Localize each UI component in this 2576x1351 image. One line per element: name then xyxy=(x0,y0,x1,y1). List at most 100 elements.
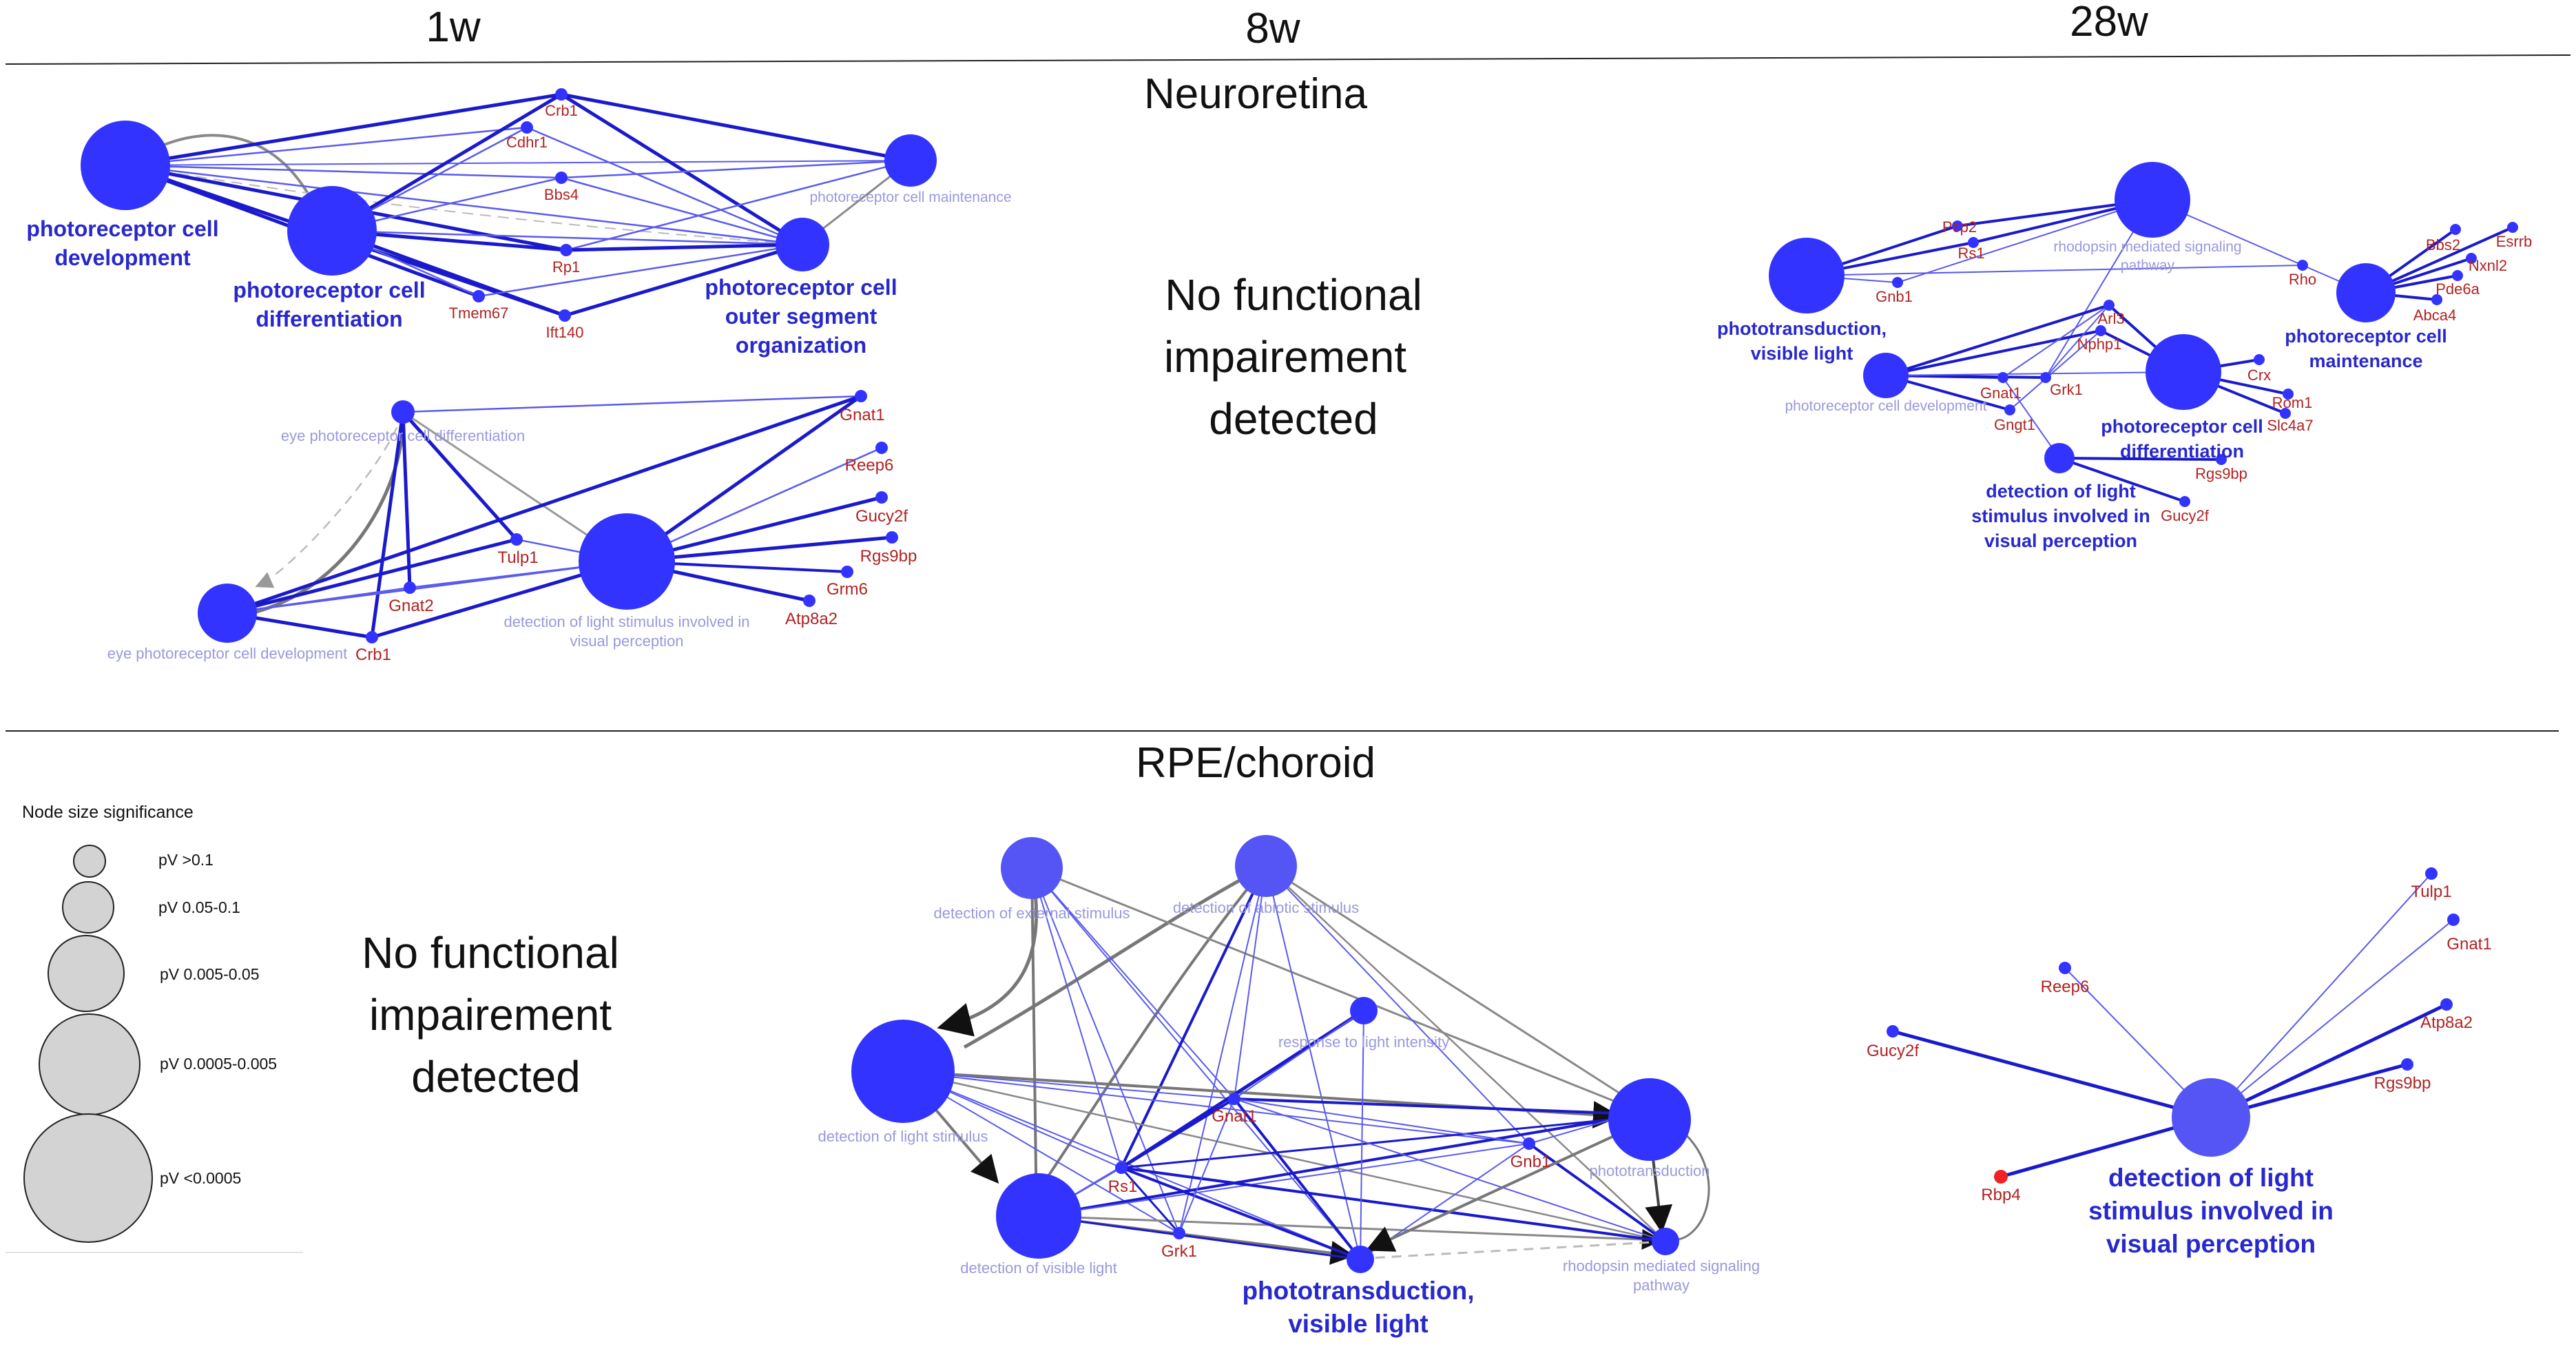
term-label: visual perception xyxy=(1984,530,2137,551)
gene-label: Pcp2 xyxy=(1942,218,1977,236)
gene-node xyxy=(875,442,888,454)
gene-node xyxy=(404,581,416,594)
edge xyxy=(2002,305,2110,378)
edge xyxy=(1528,1142,1667,1243)
gene-node xyxy=(2450,224,2461,235)
gene-node xyxy=(2059,962,2071,974)
edge xyxy=(255,411,404,588)
gene-label: Gnat2 xyxy=(388,597,433,615)
edge xyxy=(1234,1097,1654,1116)
gene-label: Rbp4 xyxy=(1981,1186,2020,1204)
edge xyxy=(526,126,803,246)
edge xyxy=(1234,1010,1364,1100)
term-label: visible light xyxy=(1751,343,1853,364)
gene-label: Gngt1 xyxy=(1994,416,2035,433)
edge xyxy=(1528,1119,1612,1144)
gene-node xyxy=(875,491,888,504)
legend-label: pV >0.1 xyxy=(158,851,214,869)
edge xyxy=(1031,867,1235,1100)
gene-label: Tmem67 xyxy=(449,305,509,322)
gene-node xyxy=(1997,372,2008,383)
gene-node xyxy=(2280,408,2291,419)
edge xyxy=(2210,919,2454,1118)
node-rhodopsin-mediated-signaling xyxy=(1652,1228,1679,1255)
term-label: photoreceptor cell xyxy=(26,216,218,241)
edge xyxy=(1365,1118,1650,1252)
edge xyxy=(1234,1098,1530,1144)
edge xyxy=(1038,1143,1530,1217)
edge xyxy=(1672,1128,1710,1241)
gene-node xyxy=(1994,1170,2008,1184)
legend-circle xyxy=(62,881,114,934)
gene-node xyxy=(2401,1058,2413,1071)
edge xyxy=(227,394,862,615)
legend-label: pV 0.0005-0.005 xyxy=(160,1055,277,1073)
gene-node xyxy=(2179,496,2190,507)
node-photoreceptor-cell-development xyxy=(81,121,170,210)
gene-label: Bbs2 xyxy=(2426,236,2460,254)
node-photoreceptor-cell-maintenance xyxy=(884,134,937,187)
node-detection-of-light-stimulus xyxy=(2044,443,2075,473)
edge xyxy=(1038,1118,1612,1217)
gene-label: Rom1 xyxy=(2272,394,2313,411)
gene-node xyxy=(886,531,898,544)
node-photoreceptor-cell-maintenance xyxy=(2336,263,2396,322)
edge xyxy=(1178,865,1267,1234)
edge xyxy=(1885,304,2110,377)
edge xyxy=(2045,305,2110,378)
edge xyxy=(401,411,412,588)
term-label: detection of light stimulus involved in xyxy=(503,613,749,630)
gene-label: Gnb1 xyxy=(1876,288,1913,305)
gene-node xyxy=(2507,222,2518,233)
gene-node xyxy=(2425,867,2438,880)
term-label: maintenance xyxy=(2309,351,2422,371)
node-detection-of-light-stimulus xyxy=(851,1020,955,1123)
gene-node xyxy=(1115,1162,1128,1174)
edge xyxy=(1360,1010,1364,1260)
gene-node xyxy=(2297,260,2308,271)
term-label: photoreceptor cell xyxy=(233,278,425,302)
neuroretina-8w-message: No functional impairement detected xyxy=(1164,270,1422,444)
edge xyxy=(402,411,518,541)
message-line: detected xyxy=(411,1052,581,1102)
gene-node xyxy=(2440,998,2453,1011)
edge xyxy=(565,159,911,251)
term-label: visual perception xyxy=(570,632,683,650)
edge xyxy=(564,243,803,318)
edge xyxy=(1806,265,2303,276)
edge xyxy=(1265,865,1654,1116)
gene-label: Abca4 xyxy=(2413,307,2456,324)
edge xyxy=(1178,1098,1235,1234)
row-label-rpe-choroid: RPE/choroid xyxy=(1136,739,1375,787)
gene-node xyxy=(2104,300,2115,311)
gene-node xyxy=(521,121,533,134)
gene-label: Crb1 xyxy=(545,102,578,119)
term-label: organization xyxy=(736,333,866,358)
edge xyxy=(2210,1002,2448,1120)
edge xyxy=(125,92,562,167)
edge xyxy=(963,864,1267,1049)
term-label: detection of light xyxy=(1986,481,2135,502)
edge xyxy=(2059,457,2222,461)
edge xyxy=(902,1071,1180,1234)
edge xyxy=(1265,865,1530,1144)
gene-label: Nphp1 xyxy=(2077,336,2122,353)
rpe-28w-network: Tulp1 Gnat1 Reep6 Atp8a2 Rgs9bp Gucy2f R… xyxy=(1867,867,2492,1258)
gene-label: Crb1 xyxy=(355,646,391,664)
term-label: detection of light stimulus xyxy=(818,1128,988,1145)
edge xyxy=(125,160,911,166)
gene-label: Grk1 xyxy=(2050,381,2083,398)
node-photoreceptor-cell-outer-segment-organization xyxy=(776,218,829,271)
edge xyxy=(125,165,803,245)
rpe-8w-network: Gnat1 Rs1 Gnb1 Grk1 detection of externa… xyxy=(818,835,1760,1338)
term-label: photoreceptor cell development xyxy=(1785,398,1986,414)
edge xyxy=(1885,329,2101,377)
gene-label: Bbs4 xyxy=(544,186,579,203)
edge xyxy=(902,1071,1361,1260)
gene-node xyxy=(2216,454,2227,465)
legend-label: pV <0.0005 xyxy=(160,1169,241,1187)
gene-label: Reep6 xyxy=(2041,978,2090,996)
gene-node xyxy=(2040,372,2051,383)
term-label: pathway xyxy=(2121,258,2175,274)
